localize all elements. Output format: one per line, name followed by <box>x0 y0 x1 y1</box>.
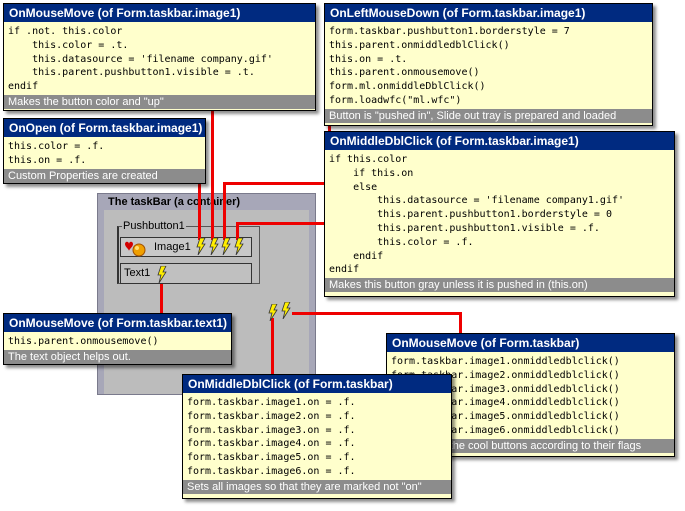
note-caption: The text object helps out. <box>4 349 231 364</box>
note-image-onleftmousedown: OnLeftMouseDown (of Form.taskbar.image1)… <box>324 3 653 126</box>
note-caption: Custom Properties are created <box>4 168 205 183</box>
note-code: form.taskbar.image1.on = .f. form.taskba… <box>187 397 356 477</box>
note-title: OnLeftMouseDown (of Form.taskbar.image1) <box>325 4 652 22</box>
note-caption: Button is "pushed in", Slide out tray is… <box>325 108 652 123</box>
wire-text-mousemove <box>160 284 163 314</box>
image1-button[interactable]: Image1 <box>120 237 252 257</box>
wire-leftmousedown-h <box>223 182 331 185</box>
note-title: OnMiddleDblClick (of Form.taskbar) <box>183 375 451 393</box>
note-title: OnMouseMove (of Form.taskbar) <box>387 334 674 352</box>
note-taskbar-onmousemove: OnMouseMove (of Form.taskbar) form.taskb… <box>386 333 675 457</box>
taskbar-title: The taskBar (a container) <box>108 196 241 208</box>
wire-leftmousedown-v <box>223 182 226 240</box>
note-title: OnMouseMove (of Form.taskbar.text1) <box>4 314 231 332</box>
wire-middledbl-v <box>236 222 239 240</box>
lightning-bolt-icon <box>281 302 291 319</box>
note-caption: Sets all images so that they are marked … <box>183 479 451 494</box>
wire-taskbar-mousemove-h <box>292 312 462 315</box>
wire-image-mousemove <box>211 110 214 240</box>
note-code: if .not. this.color this.color = .t. thi… <box>8 26 273 93</box>
text1-field[interactable]: Text1 <box>120 263 252 284</box>
note-code: if this.color if this.on else this.datas… <box>329 154 625 276</box>
note-code: this.color = .f. this.on = .f. <box>8 141 105 166</box>
lightning-bolt-icon <box>268 304 278 321</box>
lightning-bolt-icon <box>209 238 219 255</box>
wire-onopen <box>198 168 201 240</box>
note-image-onopen: OnOpen (of Form.taskbar.image1) this.col… <box>3 118 206 184</box>
note-code: form.taskbar.image1.onmiddledblclick() f… <box>391 356 620 436</box>
note-code: form.taskbar.pushbutton1.borderstyle = 7… <box>329 26 570 106</box>
note-caption: Makes this button gray unless it is push… <box>325 278 674 293</box>
lightning-bolt-icon <box>196 238 206 255</box>
note-title: OnMiddleDblClick (of Form.taskbar.image1… <box>325 132 674 150</box>
note-image-onmousemove: OnMouseMove (of Form.taskbar.image1) if … <box>3 3 316 111</box>
note-title: OnOpen (of Form.taskbar.image1) <box>4 119 205 137</box>
note-taskbar-onmiddledblclick: OnMiddleDblClick (of Form.taskbar) form.… <box>182 374 452 499</box>
wire-taskbar-middledbl <box>271 318 274 374</box>
note-caption: Displays all the cool buttons according … <box>387 438 674 453</box>
lightning-bolt-icon <box>157 266 167 283</box>
lightning-bolt-icon <box>234 238 244 255</box>
image1-label: Image1 <box>154 241 191 253</box>
company-logo-icon <box>125 241 146 257</box>
pushbutton1-label: Pushbutton1 <box>122 220 186 232</box>
wire-middledbl-h <box>236 222 328 225</box>
note-image-onmiddledblclick: OnMiddleDblClick (of Form.taskbar.image1… <box>324 131 675 297</box>
wire-taskbar-mousemove-v <box>459 312 462 334</box>
note-title: OnMouseMove (of Form.taskbar.image1) <box>4 4 315 22</box>
lightning-bolt-icon <box>221 238 231 255</box>
note-text-onmousemove: OnMouseMove (of Form.taskbar.text1) this… <box>3 313 232 365</box>
note-code: this.parent.onmousemove() <box>8 336 159 347</box>
note-caption: Makes the button color and "up" <box>4 94 315 109</box>
text1-label: Text1 <box>124 267 151 279</box>
